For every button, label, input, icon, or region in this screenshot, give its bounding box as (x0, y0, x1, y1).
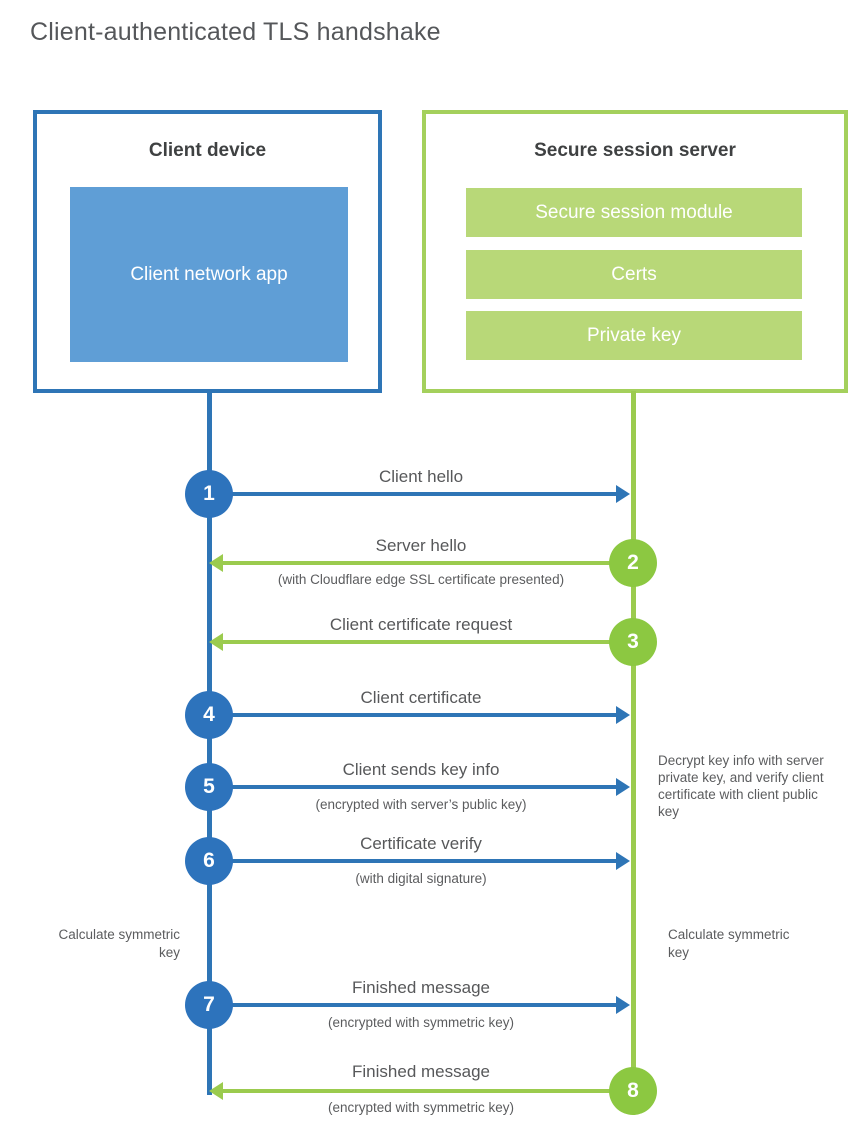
secure-session-server-title: Secure session server (534, 140, 736, 161)
step-5-circle: 5 (185, 763, 233, 811)
step-7-sublabel: (encrypted with symmetric key) (327, 1015, 515, 1030)
step-7-label: Finished message (352, 978, 490, 997)
step-8-label: Finished message (352, 1062, 490, 1081)
step-8-arrow-left-icon (222, 1089, 633, 1093)
step-4-label: Client certificate (360, 688, 482, 707)
page-title: Client-authenticated TLS handshake (30, 18, 441, 46)
server-module-certs: Certs (466, 250, 802, 299)
step-7-arrow-right-icon (209, 1003, 617, 1007)
step-4-arrow-right-icon (209, 713, 617, 717)
step-6-circle: 6 (185, 837, 233, 885)
step-4-circle: 4 (185, 691, 233, 739)
step-1-circle: 1 (185, 470, 233, 518)
step-3-circle: 3 (609, 618, 657, 666)
note-decrypt-key-info: Decrypt key info with server private key… (658, 753, 824, 819)
step-6-sublabel: (with digital signature) (355, 871, 487, 886)
step-2-arrow-left-icon (222, 561, 633, 565)
server-module-label: Secure session module (535, 201, 733, 223)
secure-session-server-box: Secure session server Secure session mod… (422, 110, 848, 393)
step-5-sublabel: (encrypted with server’s public key) (315, 797, 527, 812)
client-network-app-box: Client network app (70, 187, 348, 362)
client-device-title: Client device (148, 140, 267, 161)
client-lifeline (207, 391, 212, 1095)
step-6-arrow-right-icon (209, 859, 617, 863)
step-5-label: Client sends key info (342, 760, 500, 779)
step-2-circle: 2 (609, 539, 657, 587)
client-device-box: Client device Client network app (33, 110, 382, 393)
note-calculate-symmetric-key-server: Calculate symmetric key (668, 927, 790, 960)
step-2-label: Server hello (375, 536, 467, 555)
client-network-app-label: Client network app (130, 264, 288, 285)
step-8-circle: 8 (609, 1067, 657, 1115)
step-1-label: Client hello (378, 467, 464, 486)
server-lifeline (631, 391, 636, 1093)
note-calculate-symmetric-key-client: Calculate symmetric key (58, 927, 180, 960)
step-7-circle: 7 (185, 981, 233, 1029)
step-3-label: Client certificate request (329, 615, 513, 634)
step-6-label: Certificate verify (360, 834, 482, 853)
server-module-label: Certs (611, 263, 657, 285)
step-2-sublabel: (with Cloudflare edge SSL certificate pr… (277, 572, 565, 587)
server-module-private-key: Private key (466, 311, 802, 360)
server-module-label: Private key (587, 324, 681, 346)
step-1-arrow-right-icon (209, 492, 617, 496)
server-module-secure-session: Secure session module (466, 188, 802, 237)
step-3-arrow-left-icon (222, 640, 633, 644)
step-5-arrow-right-icon (209, 785, 617, 789)
step-8-sublabel: (encrypted with symmetric key) (327, 1100, 515, 1115)
